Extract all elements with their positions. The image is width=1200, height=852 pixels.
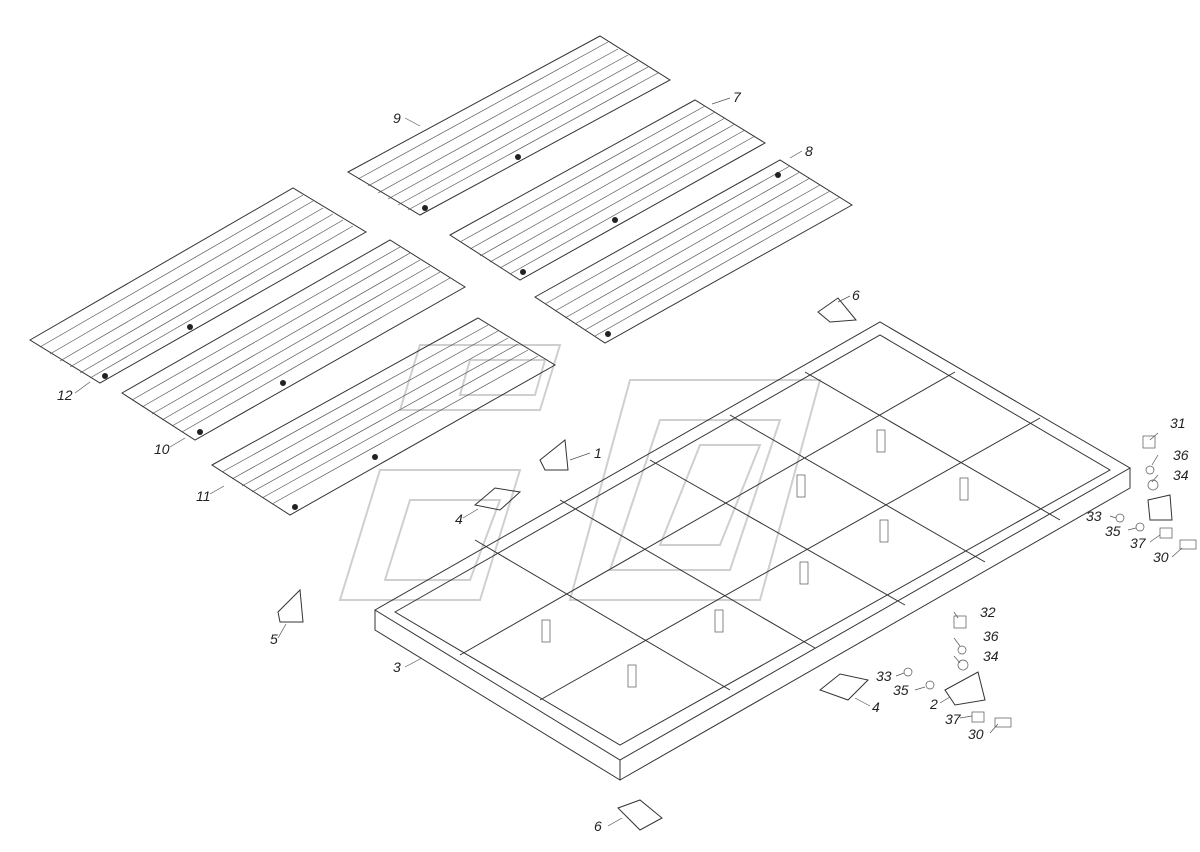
label-30-lower: 30 [968, 726, 984, 742]
watermark-logo [338, 344, 822, 601]
floor-panel-10 [121, 239, 466, 441]
label-1: 1 [594, 445, 602, 461]
label-9: 9 [393, 110, 401, 126]
hardware-right [1115, 435, 1197, 550]
label-37-lower: 37 [945, 711, 962, 727]
hardware-lower [903, 615, 1012, 728]
bracket-6-upper [817, 297, 857, 323]
label-6-lower: 6 [594, 818, 602, 834]
label-31: 31 [1170, 415, 1186, 431]
leader-lines [74, 97, 1183, 827]
floor-panel-8 [534, 159, 853, 344]
bracket-6-lower [617, 799, 663, 831]
label-32: 32 [980, 604, 996, 620]
floor-panel-7 [449, 99, 766, 281]
floor-panel-12 [29, 187, 367, 384]
label-11: 11 [196, 488, 211, 504]
label-12: 12 [57, 387, 73, 403]
label-34-lower: 34 [983, 648, 999, 664]
label-37-right: 37 [1130, 535, 1147, 551]
label-35-right: 35 [1105, 523, 1121, 539]
label-36-lower: 36 [983, 628, 999, 644]
label-33-right: 33 [1086, 508, 1102, 524]
label-30-right: 30 [1153, 549, 1169, 565]
label-4-lower: 4 [872, 699, 880, 715]
floor-panel-9 [346, 35, 671, 216]
label-3: 3 [393, 659, 401, 675]
label-10: 10 [154, 441, 170, 457]
label-35-lower: 35 [893, 682, 909, 698]
label-2: 2 [929, 696, 938, 712]
chute-4-upper [473, 487, 522, 511]
bracket-2 [944, 671, 986, 706]
bracket-5 [277, 588, 304, 623]
label-4-upper: 4 [455, 511, 463, 527]
label-33-lower: 33 [876, 668, 892, 684]
chute-4-lower [818, 673, 870, 701]
label-8: 8 [805, 143, 813, 159]
label-7: 7 [733, 89, 742, 105]
floor-panel-11 [211, 317, 556, 516]
main-frame-3 [374, 321, 1131, 781]
label-34-right: 34 [1173, 467, 1189, 483]
part-labels: 9 7 8 6 12 10 11 1 4 5 3 31 36 34 33 35 … [57, 89, 1189, 834]
bracket-1 [539, 439, 569, 471]
label-36-right: 36 [1173, 447, 1189, 463]
label-5: 5 [270, 631, 278, 647]
label-6-upper: 6 [852, 287, 860, 303]
